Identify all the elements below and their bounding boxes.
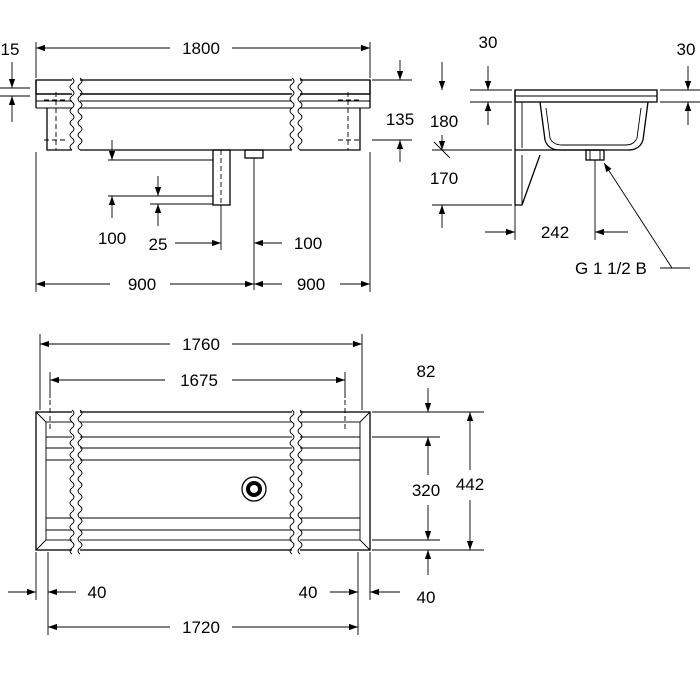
- dim-900-left-label: 900: [128, 275, 156, 294]
- dim-100-left-label: 100: [98, 229, 126, 248]
- dim-442-label: 442: [456, 475, 484, 494]
- front-break-lines: [69, 77, 303, 152]
- dim-30-left-label: 30: [479, 33, 498, 52]
- dim-135-label: 135: [386, 110, 414, 129]
- plan-trough-outline: [35, 400, 371, 551]
- dim-170-label: 170: [430, 169, 458, 188]
- dim-40-right-label: 40: [299, 583, 318, 602]
- dim-40-bottom-label: 40: [417, 588, 436, 607]
- dim-1800-label: 1800: [182, 39, 220, 58]
- front-overflow-pipe: [212, 149, 231, 206]
- dim-30-right-label: 30: [677, 40, 696, 59]
- dim-180-label: 180: [430, 112, 458, 131]
- dim-40-left-label: 40: [88, 583, 107, 602]
- dim-242-label: 242: [541, 223, 569, 242]
- dim-320-label: 320: [412, 481, 440, 500]
- plan-drain: [241, 476, 267, 502]
- front-view: 1800 15 135 100 25 100 900: [0, 39, 414, 294]
- dim-25-label: 25: [149, 235, 168, 254]
- front-trough-outline: [35, 79, 371, 151]
- dim-1675-label: 1675: [180, 371, 218, 390]
- plan-break-lines: [69, 409, 303, 555]
- dim-82-label: 82: [417, 362, 436, 381]
- dim-100-right-label: 100: [294, 234, 322, 253]
- plan-view: 1760 1675 82 320 40 442 40 40: [8, 334, 484, 637]
- dim-900-right-label: 900: [297, 275, 325, 294]
- side-view: 30 30 180 170 242 G 1 1/2 B: [430, 33, 700, 278]
- front-outlet: [244, 149, 264, 290]
- dim-1760-label: 1760: [182, 335, 220, 354]
- dim-1720-label: 1720: [182, 618, 220, 637]
- thread-callout-label: G 1 1/2 B: [575, 259, 647, 278]
- side-trough-outline: [514, 89, 658, 240]
- dim-15-label: 15: [1, 40, 20, 59]
